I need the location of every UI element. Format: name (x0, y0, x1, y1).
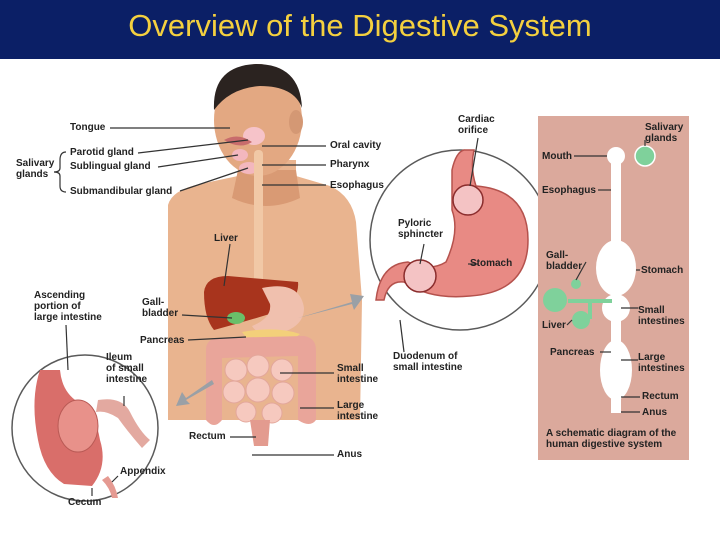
salivary-brace (54, 152, 66, 192)
label-parotid-gland: Parotid gland (70, 147, 134, 158)
label-anus: Anus (337, 449, 362, 460)
label-sublingual-gland: Sublingual gland (70, 161, 151, 172)
label-submandibular-gland: Submandibular gland (70, 186, 172, 197)
label-ileum: Ileum of small intestine (106, 352, 147, 385)
esophagus (254, 150, 263, 290)
schematic-label-mouth: Mouth (542, 151, 572, 162)
label-tongue: Tongue (70, 122, 105, 133)
label-pyloric-sphincter: Pyloric sphincter (398, 218, 443, 240)
schematic-label-rectum: Rectum (642, 391, 679, 402)
label-cecum: Cecum (68, 497, 101, 508)
label-ascending-large-intestine: Ascending portion of large intestine (34, 290, 102, 323)
label-small-intestine: Small intestine (337, 363, 378, 385)
schematic-label-anus: Anus (642, 407, 667, 418)
schematic-label-esophagus: Esophagus (542, 185, 596, 196)
schematic-label-salivary-glands: Salivary glands (645, 122, 683, 144)
label-large-intestine: Large intestine (337, 400, 378, 422)
label-liver: Liver (214, 233, 238, 244)
schematic-label-stomach: Stomach (641, 265, 683, 276)
schematic-caption: A schematic diagram of the human digesti… (546, 428, 676, 450)
label-oral-cavity: Oral cavity (330, 140, 381, 151)
rectum (250, 420, 270, 446)
schematic-label-pancreas: Pancreas (550, 347, 594, 358)
label-gallbladder: Gall- bladder (142, 297, 178, 319)
label-rectum: Rectum (189, 431, 226, 442)
label-cardiac-orifice: Cardiac orifice (458, 114, 495, 136)
label-duodenum: Duodenum of small intestine (393, 351, 462, 373)
label-appendix: Appendix (120, 466, 166, 477)
pyloric-sphincter (404, 260, 436, 292)
schematic-label-liver: Liver (542, 320, 566, 331)
label-salivary-glands: Salivary glands (16, 158, 54, 180)
label-stomach: Stomach (470, 258, 512, 269)
label-esophagus: Esophagus (330, 180, 384, 191)
label-pharynx: Pharynx (330, 159, 369, 170)
schematic-label-gallbladder: Gall- bladder (546, 250, 582, 272)
label-pancreas: Pancreas (140, 335, 184, 346)
schematic-label-small-intestines: Small intestines (638, 305, 685, 327)
stomach-inset (370, 150, 550, 330)
schematic-label-large-intestines: Large intestines (638, 352, 685, 374)
cardiac-orifice (453, 185, 483, 215)
